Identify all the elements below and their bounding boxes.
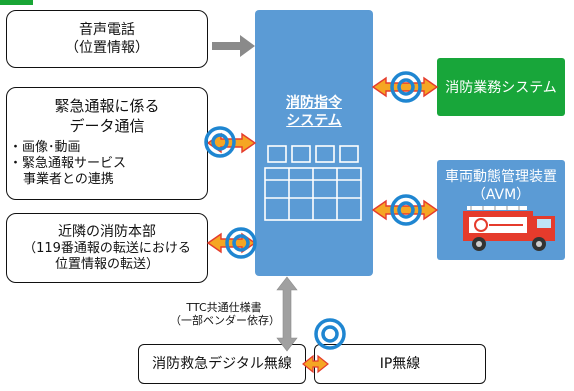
- radio-link-arrow: [302, 354, 329, 374]
- ttc-spec-note: TTC共通仕様書 （一部ベンダー依存）: [170, 301, 280, 327]
- avm-box: 車両動態管理装置 （AVM）: [437, 160, 565, 260]
- ip-radio-box: IP無線: [314, 344, 486, 384]
- voice-call-sub: （位置情報）: [65, 40, 149, 56]
- business-link-target-icon: [390, 71, 422, 103]
- voice-call-label: 音声電話: [79, 22, 135, 38]
- neighbor-hq-title: 近隣の消防本部: [58, 223, 156, 240]
- avm-title: 車両動態管理装置: [445, 169, 557, 185]
- neighbor-hq-line2: （119番通報の転送における: [23, 240, 191, 256]
- ttc-spec-line2: （一部ベンダー依存）: [170, 314, 280, 327]
- ttc-spec-line1: TTC共通仕様書: [186, 301, 262, 314]
- avm-subtitle: （AVM）: [471, 187, 531, 203]
- emergency-data-title: 緊急通報に係る: [54, 97, 160, 115]
- fire-business-system-box: 消防業務システム: [437, 58, 565, 116]
- emergency-bullet-service-cont: 事業者との連携: [23, 172, 114, 187]
- hub-title-line2: システム: [286, 113, 342, 129]
- fire-truck-icon: [463, 206, 555, 251]
- emergency-data-box: 緊急通報に係る データ通信 ・画像･動画 ・緊急通報サービス 事業者との連携: [6, 87, 208, 200]
- voice-call-box: 音声電話 （位置情報）: [6, 10, 208, 68]
- neighbor-hq-target-icon: [225, 227, 257, 259]
- fire-business-system-label: 消防業務システム: [445, 80, 557, 96]
- digital-radio-label: 消防救急デジタル無線: [152, 356, 292, 372]
- console-icon: [264, 145, 362, 221]
- emergency-data-target-icon: [204, 126, 236, 158]
- ip-radio-label: IP無線: [379, 356, 421, 372]
- avm-link-arrow: [371, 199, 439, 221]
- accent-stripe: [0, 0, 33, 5]
- voice-call-arrow: [212, 35, 255, 57]
- neighbor-hq-line3: 位置情報の転送）: [54, 256, 159, 272]
- hub-title-line1: 消防指令: [286, 95, 342, 111]
- emergency-bullet-service: ・緊急通報サービス: [9, 156, 127, 171]
- dispatch-system-hub: 消防指令 システム: [255, 10, 373, 276]
- business-link-arrow: [371, 76, 439, 98]
- emergency-data-subtitle: データ通信: [69, 117, 145, 135]
- avm-link-target-icon: [390, 194, 422, 226]
- hub-radio-vertical-arrow: [276, 276, 298, 352]
- emergency-bullet-image: ・画像･動画: [9, 140, 81, 155]
- ip-radio-target-icon: [314, 318, 346, 350]
- neighbor-hq-box: 近隣の消防本部 （119番通報の転送における 位置情報の転送）: [6, 213, 208, 283]
